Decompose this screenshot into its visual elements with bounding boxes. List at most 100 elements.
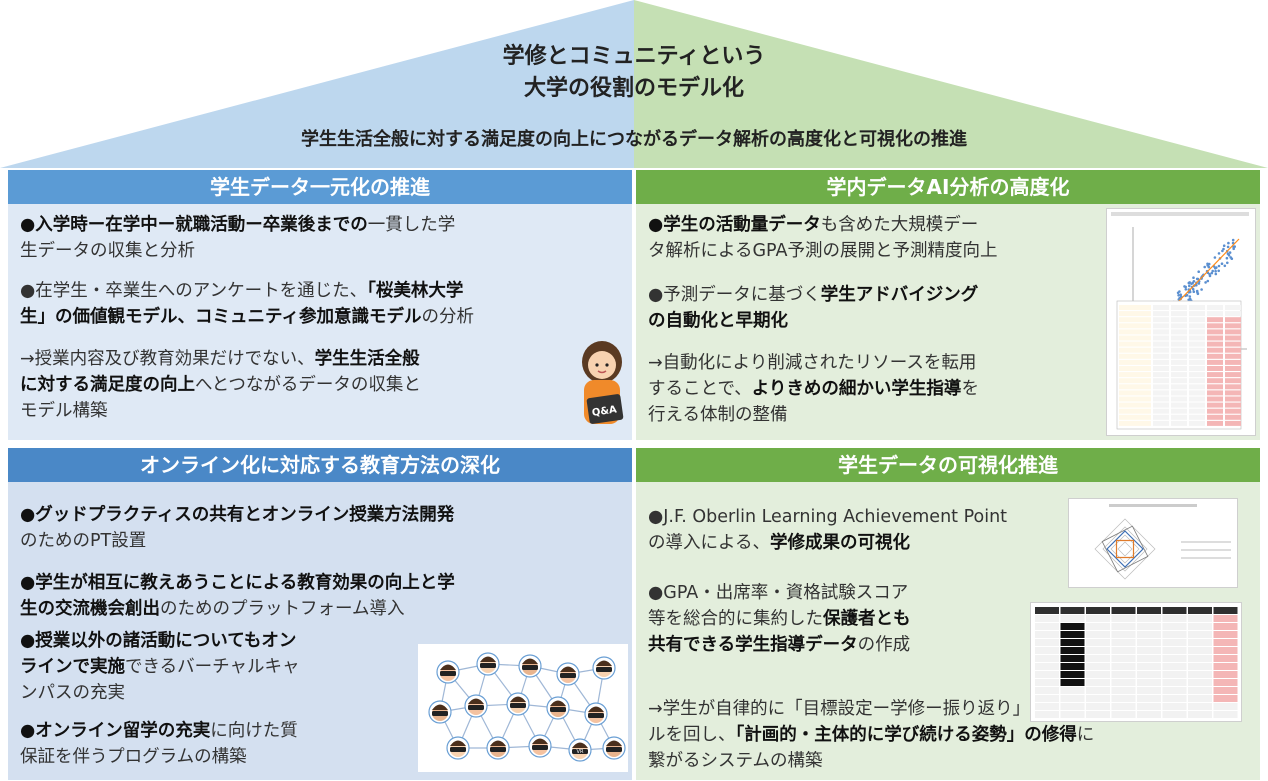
table-cell	[1171, 414, 1187, 420]
sheet-cell	[1060, 647, 1085, 654]
item-text: に向けた質	[210, 721, 298, 741]
table-cell	[1225, 408, 1241, 414]
table-cell	[1207, 359, 1223, 365]
item-1: ●グッドプラクティスの共有とオンライン授業方法開発 のためのPT設置	[20, 502, 626, 554]
sheet-cell	[1213, 639, 1238, 646]
table-cell	[1207, 372, 1223, 378]
item-bold: ●学生の活動量データ	[648, 215, 821, 235]
panel-online-education: オンライン化に対応する教育方法の深化 ●グッドプラクティスの共有とオンライン授業…	[8, 448, 632, 780]
item-text: に	[1076, 725, 1095, 745]
scatter-point	[1223, 264, 1227, 268]
item-text: することで、	[648, 379, 752, 399]
vr-user	[506, 692, 530, 716]
table-cell	[1171, 341, 1187, 347]
table-cell	[1153, 329, 1169, 335]
scatter-point	[1214, 269, 1217, 273]
vr-user	[546, 696, 570, 720]
table-cell	[1207, 311, 1223, 317]
sheet-cell	[1035, 695, 1059, 702]
panel-data-visualization: 学生データの可視化推進 ●J.F. Oberlin Learning Achie…	[636, 448, 1260, 780]
sheet-cell	[1137, 623, 1161, 630]
table-cell	[1119, 378, 1151, 384]
item-bold: よりきめの細かい学生指導	[751, 379, 962, 399]
sheet-cell	[1035, 687, 1059, 694]
table-cell	[1171, 390, 1187, 396]
item-text: も含めた大規模デー	[820, 215, 979, 235]
vr-user	[592, 656, 616, 680]
item-bold: 共有できる学生指導データ	[648, 635, 858, 655]
table-cell	[1171, 305, 1187, 310]
item-bold: 「桜美林大学	[367, 281, 464, 301]
roof-right	[634, 0, 1268, 168]
gpa-prediction-thumbnail	[1111, 212, 1249, 430]
sheet-cell	[1111, 695, 1136, 702]
table-cell	[1189, 353, 1205, 359]
table-cell	[1225, 396, 1241, 402]
sheet-cell	[1086, 631, 1110, 638]
sheet-cell	[1035, 631, 1059, 638]
sheet-cell	[1086, 615, 1110, 622]
table-cell	[1171, 402, 1187, 408]
table-cell	[1189, 396, 1205, 402]
table-cell	[1225, 317, 1241, 323]
table-cell	[1189, 384, 1205, 390]
table-cell	[1171, 359, 1187, 365]
table-cell	[1189, 329, 1205, 335]
sheet-cell	[1188, 671, 1212, 678]
scatter-point	[1213, 256, 1217, 259]
sheet-cell	[1162, 655, 1187, 662]
item-text: 繋がるシステムの構築	[648, 751, 823, 771]
sheet-cell	[1111, 679, 1136, 686]
sheet-cell	[1035, 607, 1059, 614]
gpa-prediction-figure	[1106, 208, 1256, 436]
table-cell	[1119, 402, 1151, 408]
sheet-cell	[1162, 639, 1187, 646]
table-cell	[1189, 359, 1205, 365]
sheet-cell	[1086, 647, 1110, 654]
sheet-cell	[1111, 711, 1136, 718]
scatter-point	[1191, 287, 1195, 291]
panel-data-unification: 学生データ一元化の推進 ●入学時ー在学中ー就職活動ー卒業後までの一貫した学 生デ…	[8, 170, 632, 440]
table-cell	[1171, 420, 1187, 426]
sheet-cell	[1111, 631, 1136, 638]
panel-header: 学内データAI分析の高度化	[636, 170, 1260, 204]
scatter-point	[1217, 252, 1221, 255]
scatter-point	[1195, 277, 1199, 281]
scatter-point	[1232, 245, 1235, 249]
table-cell	[1189, 323, 1205, 329]
sheet-cell	[1188, 631, 1212, 638]
sheet-cells	[1035, 607, 1238, 718]
sheet-cell	[1086, 703, 1110, 710]
sheet-cell	[1188, 623, 1212, 630]
item-2: ●学生が相互に教えあうことによる教育効果の向上と学 生の交流機会創出のためのプラ…	[20, 570, 626, 622]
sheet-cell	[1162, 671, 1187, 678]
scatter-point	[1177, 294, 1180, 297]
item-4: ●オンライン留学の充実に向けた質 保証を伴うプログラムの構築	[20, 718, 420, 770]
sheet-cell	[1035, 639, 1059, 646]
sheet-cell	[1213, 655, 1238, 662]
table-cell	[1207, 414, 1223, 420]
item-bold: 保護者とも	[823, 609, 911, 629]
item-text: を	[961, 379, 979, 399]
item-bold: ●学生が相互に教えあうことによる教育効果の向上と学	[20, 573, 455, 593]
sheet-cell	[1111, 687, 1136, 694]
sheet-cell	[1162, 631, 1187, 638]
table-cell	[1171, 408, 1187, 414]
sheet-cell	[1060, 623, 1085, 630]
table-cell	[1153, 353, 1169, 359]
table-cell	[1189, 347, 1205, 353]
table-cell	[1225, 329, 1241, 335]
table-cell	[1207, 408, 1223, 414]
table-cell	[1207, 390, 1223, 396]
table-cell	[1153, 335, 1169, 341]
sheet-cell	[1213, 711, 1238, 718]
table-cell	[1225, 341, 1241, 347]
item-bold: 学修成果の可視化	[769, 533, 910, 553]
table-cell	[1189, 317, 1205, 323]
table-cell	[1119, 414, 1151, 420]
sheet-cell	[1137, 687, 1161, 694]
table-cell	[1153, 402, 1169, 408]
sheet-cell	[1086, 687, 1110, 694]
item-bold: の自動化と早期化	[648, 311, 788, 331]
